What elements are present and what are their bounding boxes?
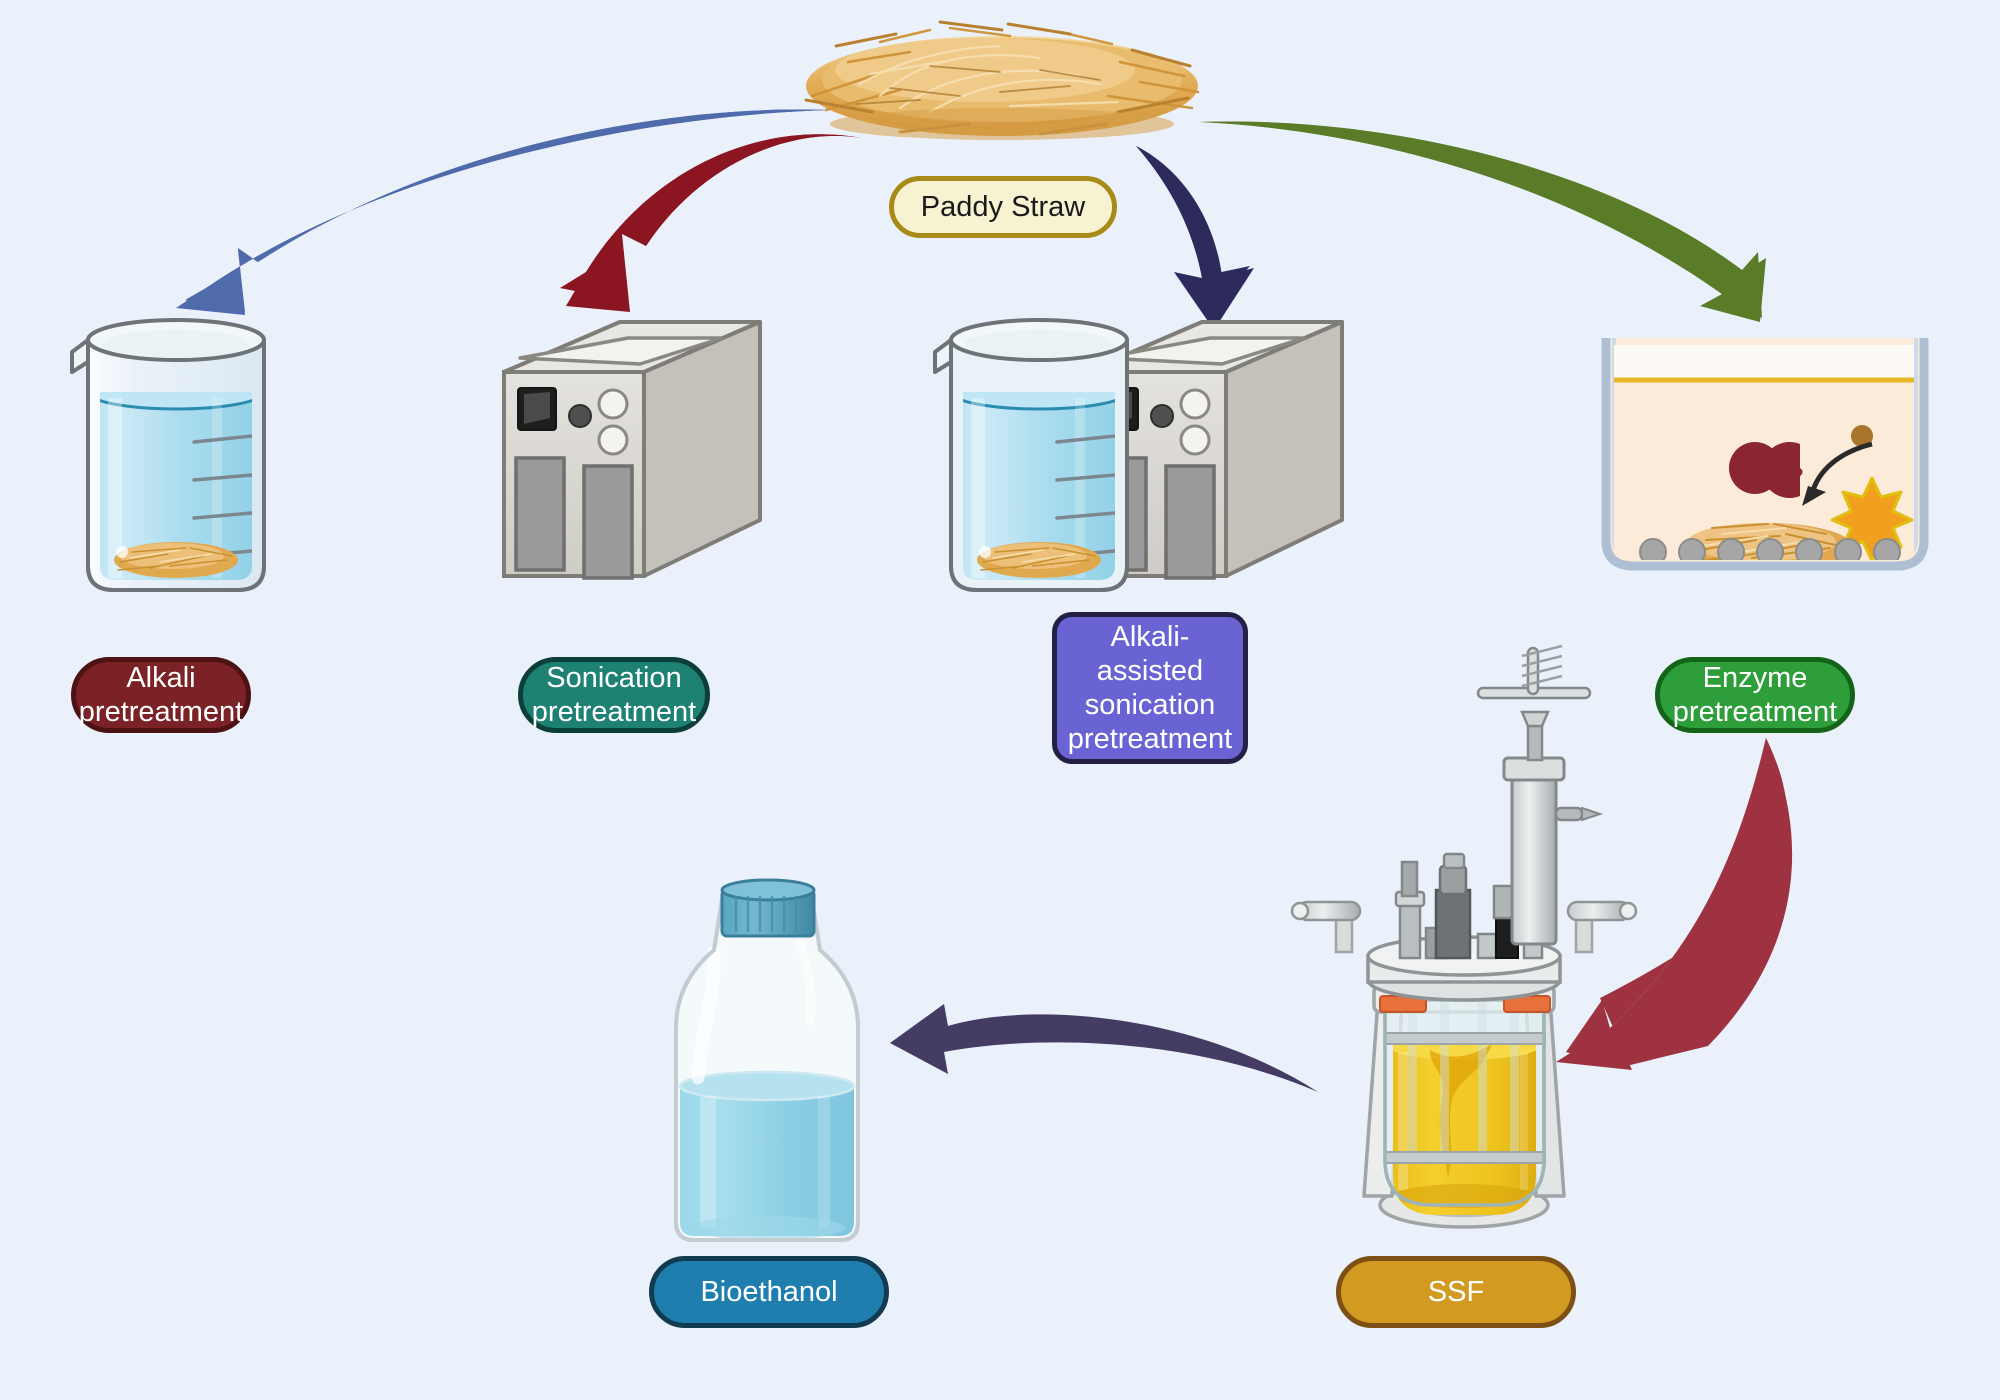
sonicator-icon bbox=[502, 320, 762, 580]
enzyme-molecule-icon bbox=[1729, 442, 1803, 499]
label-sonication-pretreatment[interactable]: Sonication pretreatment bbox=[518, 657, 710, 733]
sonicator-panel-left bbox=[514, 456, 566, 572]
sonicator-button-2 bbox=[597, 424, 629, 456]
arrow-paddy-to-sonication bbox=[560, 134, 862, 312]
beaker-icon-2 bbox=[933, 318, 1129, 592]
arrow-paddy-to-alkali bbox=[176, 109, 828, 315]
arrow-ssf-to-bioethanol bbox=[890, 1004, 1318, 1092]
sonicator-panel-right bbox=[582, 464, 634, 580]
label-paddy-straw[interactable]: Paddy Straw bbox=[889, 176, 1117, 238]
beaker-icon bbox=[70, 318, 266, 592]
label-ssf[interactable]: SSF bbox=[1336, 1256, 1576, 1328]
reagent-bottle-icon bbox=[674, 878, 860, 1242]
label-enzyme-pretreatment[interactable]: Enzyme pretreatment bbox=[1655, 657, 1855, 733]
straw-in-beaker-icon bbox=[114, 542, 238, 578]
straw-pile-icon bbox=[804, 20, 1200, 140]
substrate-particle-icon bbox=[1851, 425, 1873, 447]
sonicator-2-button-2 bbox=[1179, 424, 1211, 456]
bioreactor-icon bbox=[1290, 644, 1638, 1229]
sonicator-2-knob bbox=[1150, 404, 1174, 428]
reactor-condenser-column bbox=[1476, 644, 1604, 946]
tank-bead-row bbox=[1639, 538, 1901, 560]
straw-in-beaker-2-icon bbox=[977, 542, 1101, 578]
label-alkali-pretreatment[interactable]: Alkali pretreatment bbox=[71, 657, 251, 733]
bottle-cap-icon bbox=[720, 878, 816, 938]
sonicator-knob bbox=[568, 404, 592, 428]
label-bioethanol[interactable]: Bioethanol bbox=[649, 1256, 889, 1328]
sonicator-2-panel-right bbox=[1164, 464, 1216, 580]
arrow-paddy-to-enzyme bbox=[1200, 121, 1766, 322]
arrow-enzyme-to-ssf bbox=[1556, 738, 1793, 1070]
arrow-paddy-to-alkali-sonication bbox=[1136, 146, 1254, 330]
reactor-side-port-left bbox=[1290, 900, 1362, 954]
label-alkali-assisted-sonication-pretreatment[interactable]: Alkali- assisted sonication pretreatment bbox=[1052, 612, 1248, 764]
sonicator-button-1 bbox=[597, 388, 629, 420]
sonicator-icon-2 bbox=[1084, 320, 1344, 580]
reaction-arrow-icon bbox=[1802, 441, 1873, 506]
sonicator-2-button-1 bbox=[1179, 388, 1211, 420]
enzyme-tank-icon bbox=[1601, 338, 1929, 571]
sonicator-power-switch bbox=[517, 387, 557, 431]
reactor-side-port-right bbox=[1566, 900, 1638, 954]
